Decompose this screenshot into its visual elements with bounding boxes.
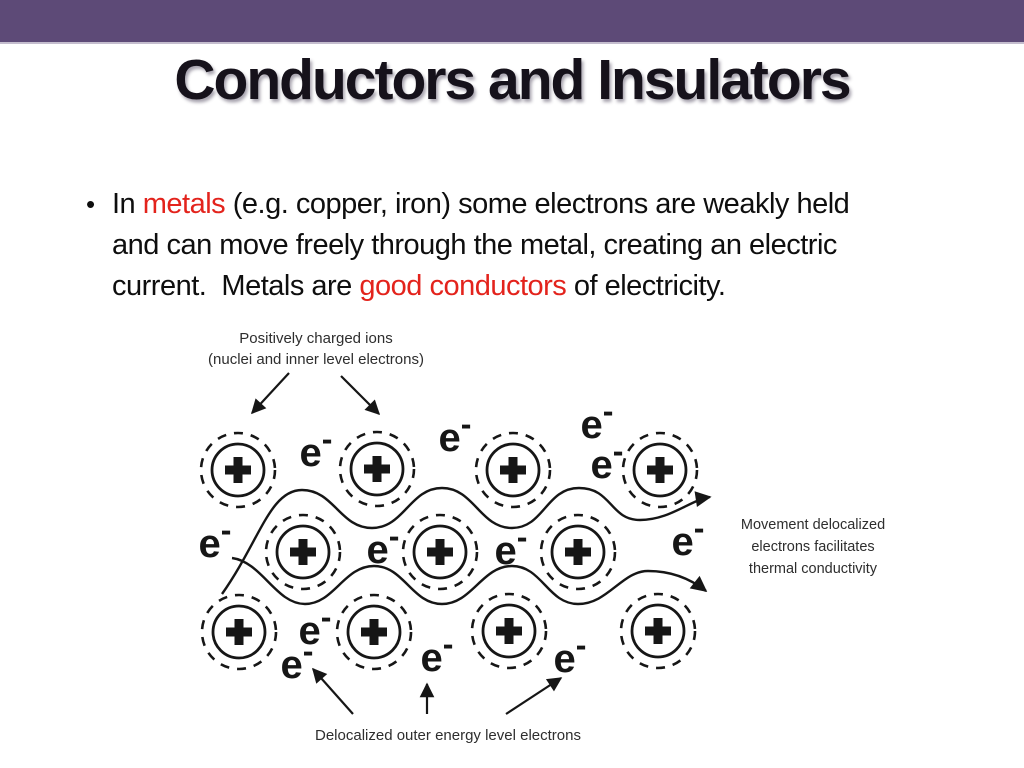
- bullet-line-2: and can move freely through the metal, c…: [112, 229, 837, 261]
- electron-symbol: e-: [581, 393, 614, 447]
- positive-ion: [621, 431, 699, 509]
- bullet-text: In metals (e.g. copper, iron) some elect…: [112, 184, 966, 307]
- pointer-arrow: [505, 677, 563, 715]
- electron-flow-wave: [221, 486, 712, 595]
- positive-ion: [619, 592, 697, 670]
- electron-symbol: e-: [421, 626, 454, 680]
- positive-ion: [470, 592, 548, 670]
- slide-accent-bar: [0, 0, 1024, 44]
- plus-symbol: [645, 618, 671, 644]
- electron-symbol: e-: [439, 406, 472, 460]
- positive-ion: [474, 431, 552, 509]
- bullet-paragraph: • In metals (e.g. copper, iron) some ele…: [86, 184, 966, 307]
- positive-ion: [401, 513, 479, 591]
- bottom-label: Delocalized outer energy level electrons: [315, 727, 581, 744]
- plus-symbol: [361, 619, 387, 645]
- pointer-arrow: [340, 375, 381, 416]
- right-label-line1: Movement delocalized: [741, 517, 885, 533]
- electron-symbol: e-: [554, 627, 587, 681]
- electron-symbol: e-: [300, 421, 333, 475]
- highlight-metals: metals: [142, 188, 226, 220]
- electron-flow-wave: [231, 556, 708, 606]
- positive-ion: [335, 593, 413, 671]
- positive-ion: [200, 593, 278, 671]
- top-label-line2: (nuclei and inner level electrons): [208, 351, 424, 368]
- top-label-line1: Positively charged ions: [239, 330, 392, 347]
- electron-symbol: e-: [672, 510, 705, 564]
- plus-symbol: [496, 618, 522, 644]
- plus-symbol: [500, 457, 526, 483]
- plus-symbol: [225, 457, 251, 483]
- pointer-arrow: [312, 667, 354, 715]
- positive-ion: [264, 513, 342, 591]
- electron-symbol: e-: [199, 512, 232, 566]
- plus-symbol: [364, 456, 390, 482]
- positive-ion: [539, 513, 617, 591]
- right-label-line2: electrons facilitates: [751, 539, 874, 555]
- pointer-arrow: [251, 372, 290, 415]
- plus-symbol: [427, 539, 453, 565]
- right-label-line3: thermal conductivity: [749, 561, 878, 577]
- positive-ion: [199, 431, 277, 509]
- plus-symbol: [226, 619, 252, 645]
- plus-symbol: [565, 539, 591, 565]
- bullet-line-1: In metals (e.g. copper, iron) some elect…: [112, 188, 850, 220]
- highlight-good-conductors: good conductors: [359, 270, 567, 302]
- electron-symbol: e-: [281, 633, 314, 687]
- positive-ion: [338, 430, 416, 508]
- bullet-line-3: current. Metals are good conductors of e…: [112, 270, 726, 302]
- plus-symbol: [647, 457, 673, 483]
- bullet-marker: •: [86, 189, 95, 219]
- plus-symbol: [290, 539, 316, 565]
- slide-title: Conductors and Insulators: [174, 48, 851, 112]
